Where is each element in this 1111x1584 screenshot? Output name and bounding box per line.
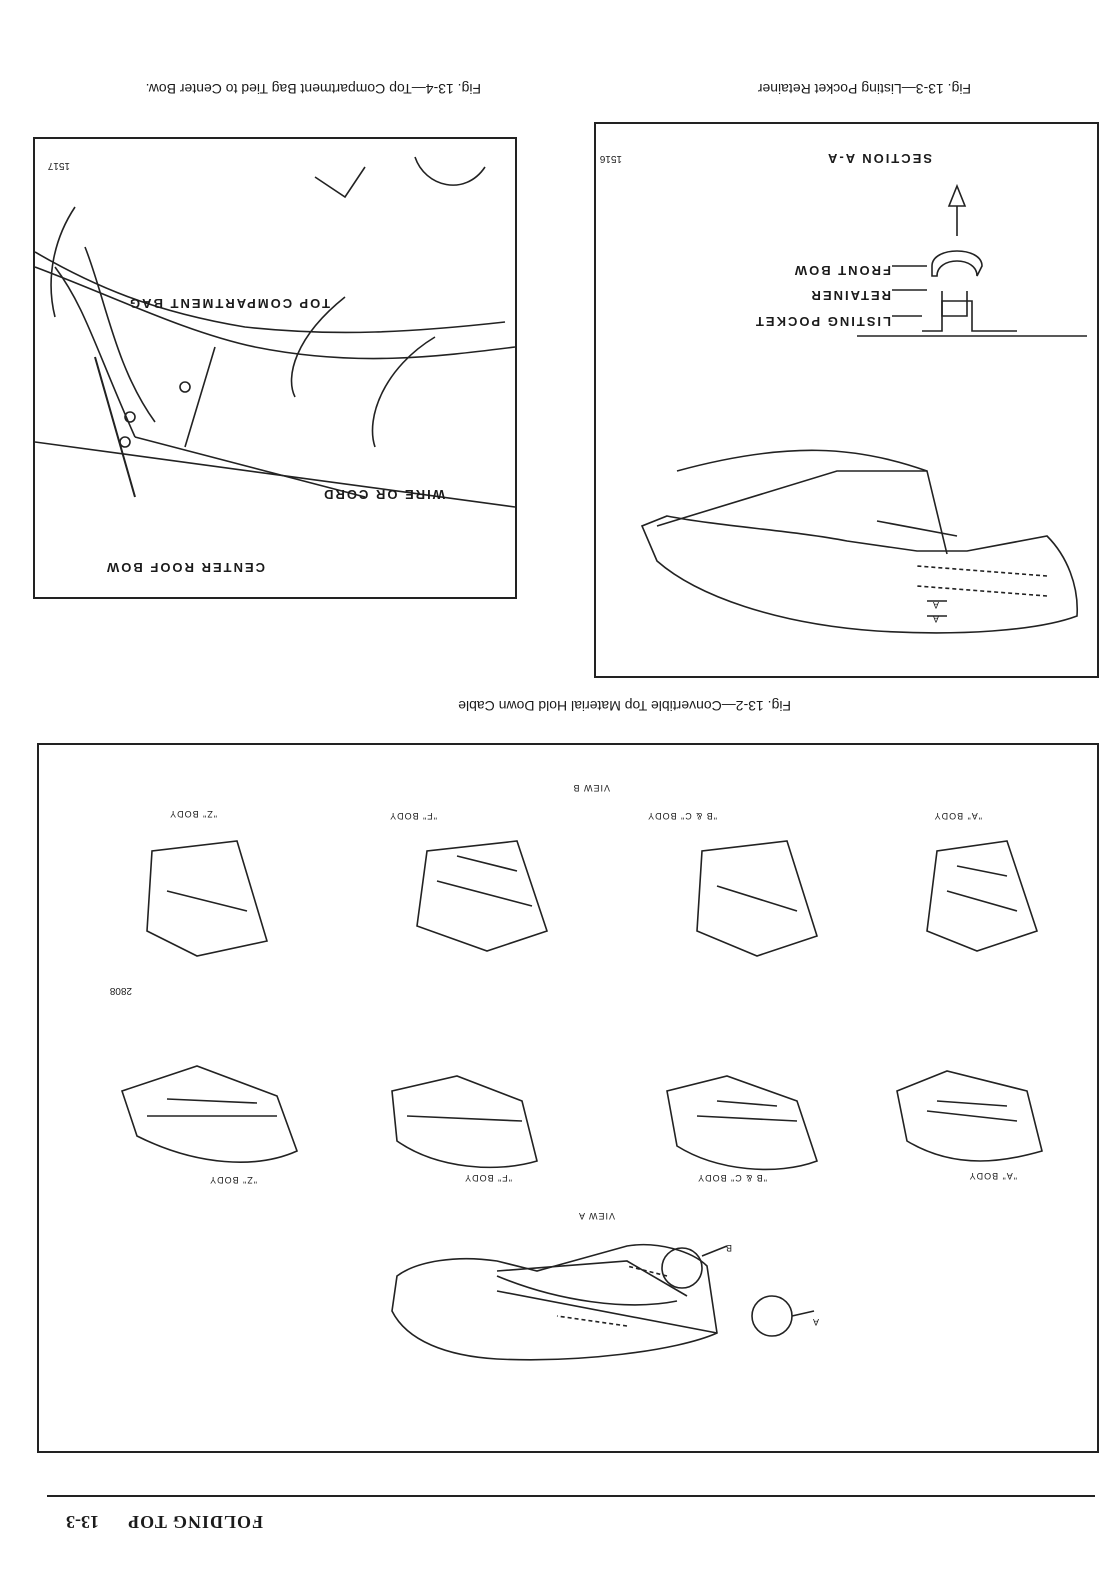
panel-bc-body-label-b: "B & C" BODY bbox=[647, 811, 717, 821]
fig-13-3-frame: A A LISTING POCKET RETAINER FRONT BOW SE… bbox=[594, 122, 1099, 678]
fig-13-2-illustration bbox=[120, 840, 1043, 1361]
callout-circle-b bbox=[661, 1247, 703, 1289]
view-a-title: VIEW A bbox=[577, 1211, 615, 1221]
fig-13-3-caption: Fig. 13-3—Listing Pocket Retainer bbox=[757, 81, 971, 97]
fig-13-2-frame: A B VIEW A "A" BODY "B & C" BODY "F" BOD… bbox=[37, 743, 1099, 1453]
panel-f-body-label: "F" BODY bbox=[464, 1173, 512, 1183]
fig-13-4-frame: CENTER ROOF BOW WIRE OR CORD TOP COMPART… bbox=[33, 137, 517, 599]
fig-13-4-caption: Fig. 13-4—Top Compartment Bag Tied to Ce… bbox=[145, 81, 481, 97]
section-title: FOLDING TOP bbox=[127, 1512, 263, 1532]
page-number: 13-3 bbox=[66, 1512, 99, 1532]
section-aa-title: SECTION A-A bbox=[825, 151, 932, 166]
panel-a-body-label-b: "A" BODY bbox=[933, 811, 982, 821]
header-rule bbox=[47, 1495, 1095, 1497]
fig-13-3-illustration bbox=[640, 183, 1087, 634]
fig-13-2-caption: Fig. 13-2—Convertible Top Material Hold … bbox=[458, 698, 791, 714]
callout-b-label: B bbox=[724, 1243, 732, 1253]
top-compartment-bag-label: TOP COMPARTMENT BAG bbox=[128, 296, 330, 311]
section-mark-a1: A bbox=[931, 600, 939, 610]
listing-pocket-label: LISTING POCKET bbox=[753, 314, 891, 329]
panel-z-body-label: "Z" BODY bbox=[209, 1175, 257, 1185]
fig-13-2-id: 2808 bbox=[109, 985, 132, 996]
section-mark-a2: A bbox=[931, 614, 939, 624]
fig-13-4-illustration bbox=[35, 156, 515, 508]
view-b-sketches bbox=[146, 840, 1039, 957]
view-b-title: VIEW B bbox=[572, 783, 610, 793]
view-a-sketches bbox=[120, 1065, 1043, 1171]
panel-f-body-label-b: "F" BODY bbox=[389, 811, 437, 821]
panel-bc-body-label: "B & C" BODY bbox=[697, 1173, 767, 1183]
fig-13-3-id: 1516 bbox=[599, 153, 622, 164]
panel-a-body-label: "A" BODY bbox=[968, 1171, 1017, 1181]
callout-a-label: A bbox=[811, 1317, 819, 1327]
panel-z-body-label-b: "Z" BODY bbox=[169, 809, 217, 819]
callout-circle-a bbox=[751, 1295, 793, 1337]
retainer-label: RETAINER bbox=[809, 288, 891, 303]
fig-13-4-id: 1517 bbox=[47, 160, 70, 171]
front-bow-label: FRONT BOW bbox=[792, 263, 891, 278]
wire-or-cord-label: WIRE OR CORD bbox=[322, 487, 445, 502]
center-roof-bow-label: CENTER ROOF BOW bbox=[105, 560, 265, 575]
